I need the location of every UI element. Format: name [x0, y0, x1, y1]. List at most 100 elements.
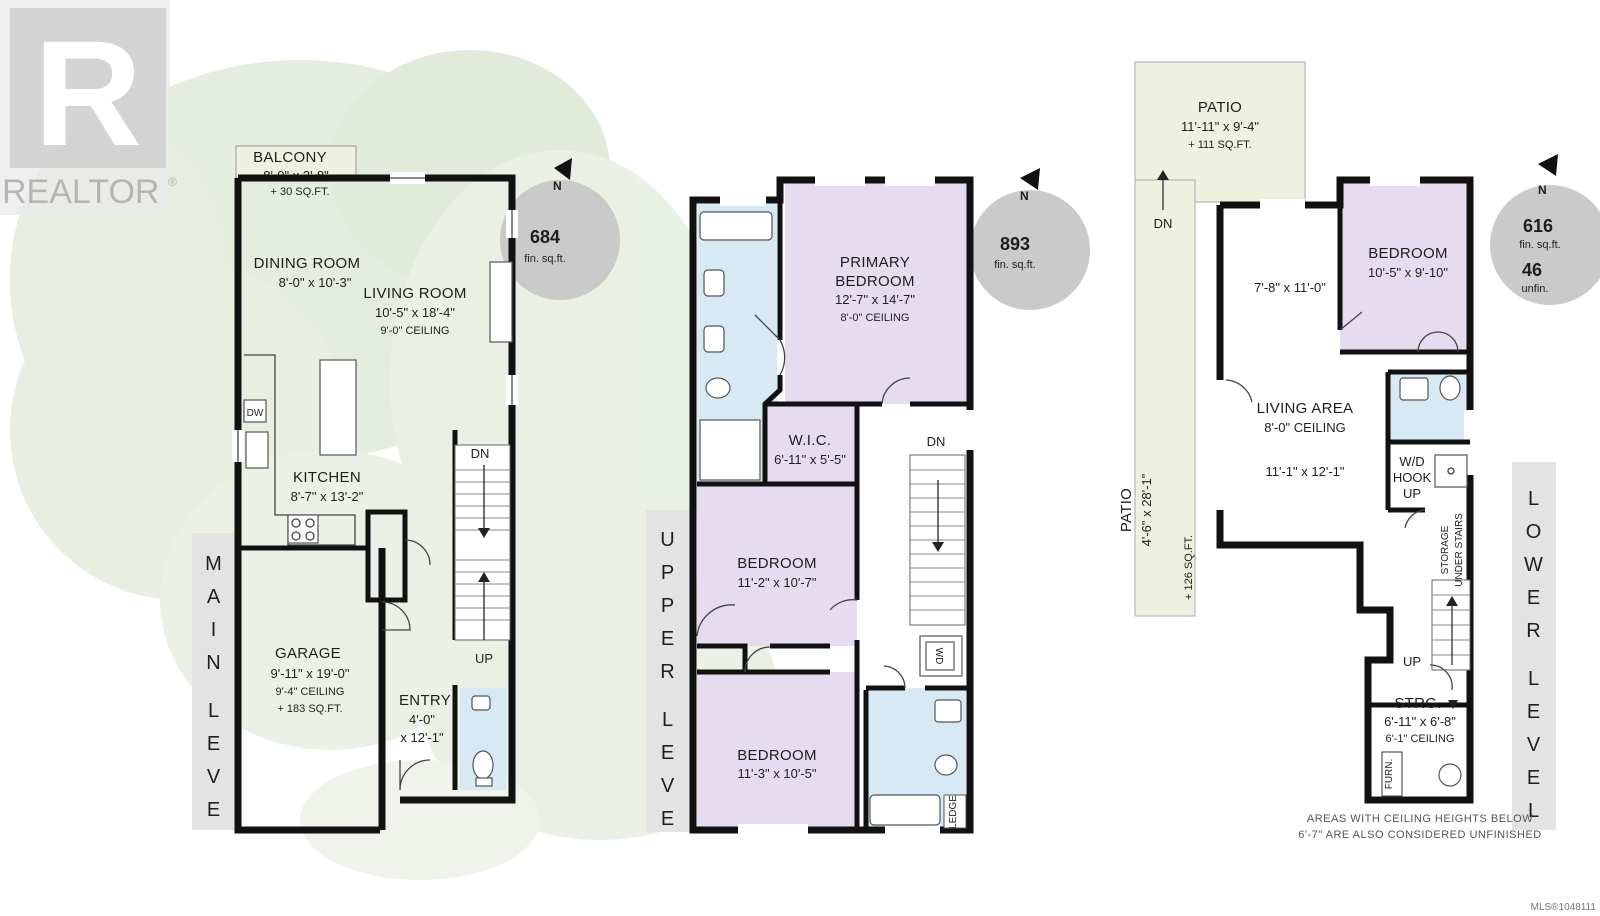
- svg-text:L: L: [1528, 488, 1540, 510]
- svg-text:E: E: [661, 742, 675, 764]
- wic-dims: 6'-11" x 5'-5": [774, 452, 846, 467]
- entry-dims-2: x 12'-1": [400, 730, 444, 745]
- strg-dims: 6'-11" x 6'-8": [1384, 714, 1456, 729]
- lower-north-label: N: [1538, 183, 1547, 197]
- registered-mark: ®: [168, 175, 177, 189]
- svg-text:P: P: [661, 595, 675, 617]
- wd-hook-l1: W/D: [1399, 454, 1424, 469]
- svg-text:E: E: [207, 733, 221, 755]
- lower-unfin-unit: unfin.: [1522, 283, 1549, 295]
- svg-text:E: E: [1527, 701, 1541, 723]
- main-area-value: 684: [530, 227, 560, 247]
- bedroom-2-name: BEDROOM: [737, 555, 817, 572]
- wic-name: W.I.C.: [789, 432, 832, 449]
- bedroom-2-area: [697, 484, 857, 646]
- wic-area: [765, 404, 857, 482]
- lower-bedroom-area: [1340, 182, 1470, 352]
- north-label: N: [553, 179, 562, 193]
- svg-text:V: V: [207, 766, 221, 788]
- dw-label: DW: [247, 408, 264, 419]
- kitchen-name: KITCHEN: [293, 469, 361, 486]
- lower-area-circle: [1490, 185, 1600, 305]
- patio-stairs-dn: DN: [1154, 216, 1173, 231]
- upper-area-value: 893: [1000, 234, 1030, 254]
- svg-text:I: I: [211, 619, 218, 641]
- mls-number: MLS®1048111: [1531, 902, 1597, 913]
- wd-hook-l3: UP: [1403, 486, 1421, 501]
- realtor-logo-text: REALTOR: [2, 173, 159, 211]
- lower-stairs-up: UP: [1403, 654, 1421, 669]
- main-level-label: M A I N L E V E L: [205, 553, 223, 821]
- lower-unfin-value: 46: [1522, 260, 1542, 280]
- patio-side-area: [1134, 179, 1196, 617]
- ledge-label: LEDGE: [948, 795, 959, 829]
- svg-text:R: R: [1526, 620, 1541, 642]
- primary-bedroom-name-2: BEDROOM: [835, 273, 915, 290]
- svg-text:W: W: [1524, 554, 1544, 576]
- wd-hook-l2: HOOK: [1393, 470, 1432, 485]
- strg-name: STRG.: [1394, 695, 1441, 712]
- main-area-unit: fin. sq.ft.: [524, 253, 566, 265]
- svg-text:L: L: [1528, 800, 1540, 822]
- primary-bedroom-area: [785, 182, 970, 404]
- upper-wd-label: WD: [933, 648, 944, 665]
- svg-text:O: O: [1526, 521, 1543, 543]
- patio-top-area-text: + 111 SQ.FT.: [1188, 139, 1251, 151]
- svg-text:L: L: [1528, 668, 1540, 690]
- upper-area-circle: [970, 190, 1090, 310]
- main-level: M A I N L E V E L 684 fin. sq.ft. N BALC…: [192, 145, 620, 834]
- bedroom-2-dims: 11'-2" x 10'-7": [738, 575, 817, 590]
- svg-text:L: L: [208, 700, 220, 722]
- patio-top-name: PATIO: [1198, 99, 1242, 116]
- main-stairs-dn: DN: [471, 446, 490, 461]
- lower-living-name: LIVING AREA: [1257, 400, 1354, 417]
- upper-area-unit: fin. sq.ft.: [994, 259, 1036, 271]
- north-arrow-icon: [554, 158, 572, 180]
- balcony-name: BALCONY: [253, 149, 327, 166]
- living-room-ceiling: 9'-0" CEILING: [381, 325, 450, 337]
- lower-bedroom-dims: 10'-5" x 9'-10": [1368, 265, 1448, 280]
- svg-text:V: V: [661, 775, 675, 797]
- garage-dims: 9'-11" x 19'-0": [271, 666, 350, 681]
- main-wall-east: [238, 174, 516, 804]
- svg-text:P: P: [661, 562, 675, 584]
- svg-text:M: M: [205, 553, 223, 575]
- dining-room-dims: 8'-0" x 10'-3": [279, 275, 352, 290]
- bedroom-3-name: BEDROOM: [737, 747, 817, 764]
- primary-bedroom-dims: 12'-7" x 14'-7": [835, 292, 915, 307]
- svg-text:U: U: [660, 529, 675, 551]
- main-stairs-up: UP: [475, 651, 493, 666]
- primary-bedroom-name-1: PRIMARY: [840, 254, 910, 271]
- furn-label: FURN.: [1384, 759, 1395, 790]
- north-arrow-icon: [1020, 168, 1040, 190]
- lower-living-ceiling: 8'-0" CEILING: [1264, 420, 1346, 435]
- strg-ceiling: 6'-1" CEILING: [1386, 733, 1455, 745]
- patio-side-area-text: + 126 SQ.FT.: [1183, 535, 1195, 600]
- dining-room-name: DINING ROOM: [254, 255, 361, 272]
- upper-stairs-dn: DN: [927, 434, 946, 449]
- upper-level-label: U P P E R L E V E: [660, 529, 675, 830]
- lower-den-dims: 7'-8" x 11'-0": [1254, 280, 1326, 295]
- entry-dims-1: 4'-0": [409, 712, 435, 727]
- main-area-circle: [500, 180, 620, 300]
- garage-ceiling: 9'-4" CEILING: [276, 686, 345, 698]
- lower-area-unit: fin. sq.ft.: [1519, 239, 1561, 251]
- svg-text:E: E: [1527, 767, 1541, 789]
- lower-level-label: L O W E R L E V E L: [1524, 488, 1544, 822]
- svg-text:V: V: [1527, 734, 1541, 756]
- lower-area-value: 616: [1523, 216, 1553, 236]
- balcony-area-text: + 30 SQ.FT.: [271, 186, 330, 198]
- storage-stairs-l1: STORAGE: [1440, 525, 1451, 574]
- lower-living-dims: 11'-1" x 12'-1": [1266, 464, 1345, 479]
- svg-text:N: N: [206, 652, 221, 674]
- entry-name: ENTRY: [399, 692, 451, 709]
- kitchen-dims: 8'-7" x 13'-2": [291, 489, 364, 504]
- living-room-dims: 10'-5" x 18'-4": [375, 305, 455, 320]
- realtor-logo-mark: R: [34, 9, 142, 177]
- svg-text:E: E: [1527, 587, 1541, 609]
- living-room-name: LIVING ROOM: [363, 285, 466, 302]
- bedroom-3-area: [697, 672, 857, 828]
- upper-level-band: [646, 510, 690, 832]
- note-line-2: 6'-7" ARE ALSO CONSIDERED UNFINISHED: [1298, 829, 1541, 841]
